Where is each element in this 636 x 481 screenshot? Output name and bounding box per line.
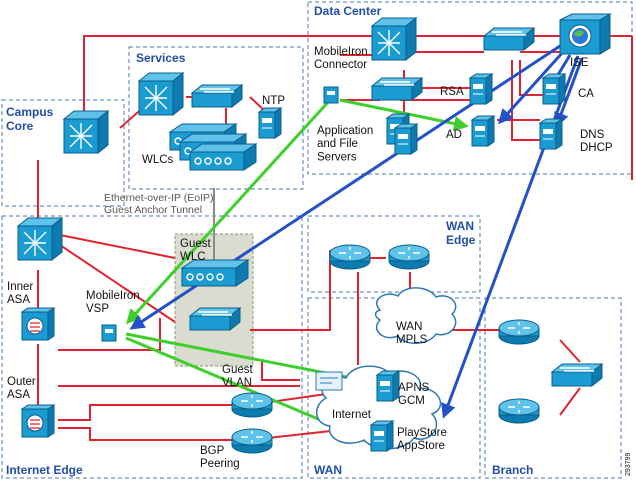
dc-services-switch-icon <box>483 27 535 51</box>
branch-switch-icon <box>551 363 603 387</box>
file-server-icon <box>394 123 418 155</box>
ise-label: ISE <box>570 57 589 69</box>
ntp-label: NTP <box>262 95 285 107</box>
dc-core-switch-icon <box>371 17 417 61</box>
mobileiron-connector-icon <box>323 86 339 104</box>
internet-edge-label: Internet Edge <box>6 463 83 477</box>
internet-label: Internet <box>332 409 372 421</box>
wan-label: WAN <box>314 463 342 477</box>
ca-label: CA <box>578 88 594 100</box>
certificate-icon <box>315 371 343 391</box>
rsa-label: RSA <box>440 86 464 98</box>
branch-router-icon <box>498 319 540 345</box>
campus-core-switch-icon <box>63 110 109 154</box>
wan-edge-router-icon <box>388 244 430 270</box>
wlc-icon <box>189 143 257 171</box>
wlcs-label: WLCs <box>142 154 174 166</box>
ad-server-icon <box>471 115 495 147</box>
figure-code-label: 293799 <box>625 453 632 476</box>
dc-switch-icon <box>371 77 423 101</box>
services-core-switch-icon <box>138 72 184 116</box>
branch-router-icon <box>498 398 540 424</box>
dns-dhcp-server-icon <box>539 118 563 150</box>
mobileiron-vsp-icon <box>101 324 117 342</box>
apns-gcm-server-icon <box>376 370 400 402</box>
internet-edge-region <box>1 215 303 479</box>
data-center-label: Data Center <box>314 4 382 18</box>
guest-wlc-icon <box>181 259 249 287</box>
services-label: Services <box>136 51 186 65</box>
ise-icon <box>559 13 612 55</box>
ca-server-icon <box>542 73 566 105</box>
campus-core-region <box>1 99 125 207</box>
internet-edge-switch-icon <box>17 217 63 261</box>
inner-asa-firewall-icon <box>21 307 55 341</box>
services-region <box>128 46 304 190</box>
bgp-router-icon <box>231 428 273 454</box>
ad-label: AD <box>446 129 462 141</box>
branch-label: Branch <box>492 463 533 477</box>
eoip-tunnel-label: Ethernet-over-IP (EoIP)Guest Anchor Tunn… <box>104 192 214 216</box>
services-switch-icon <box>191 84 243 108</box>
rsa-server-icon <box>469 73 493 105</box>
guest-switch-icon <box>189 307 241 331</box>
outer-asa-firewall-icon <box>21 404 55 438</box>
branch-region <box>484 297 622 479</box>
wan-edge-region <box>307 215 481 293</box>
playstore-appstore-server-icon <box>370 420 394 452</box>
ntp-server-icon <box>258 107 282 139</box>
wan-edge-router-icon <box>329 244 371 270</box>
internet-cloud-icon <box>316 365 442 450</box>
bgp-router-icon <box>231 392 273 418</box>
wan-mpls-cloud-icon <box>374 287 457 344</box>
